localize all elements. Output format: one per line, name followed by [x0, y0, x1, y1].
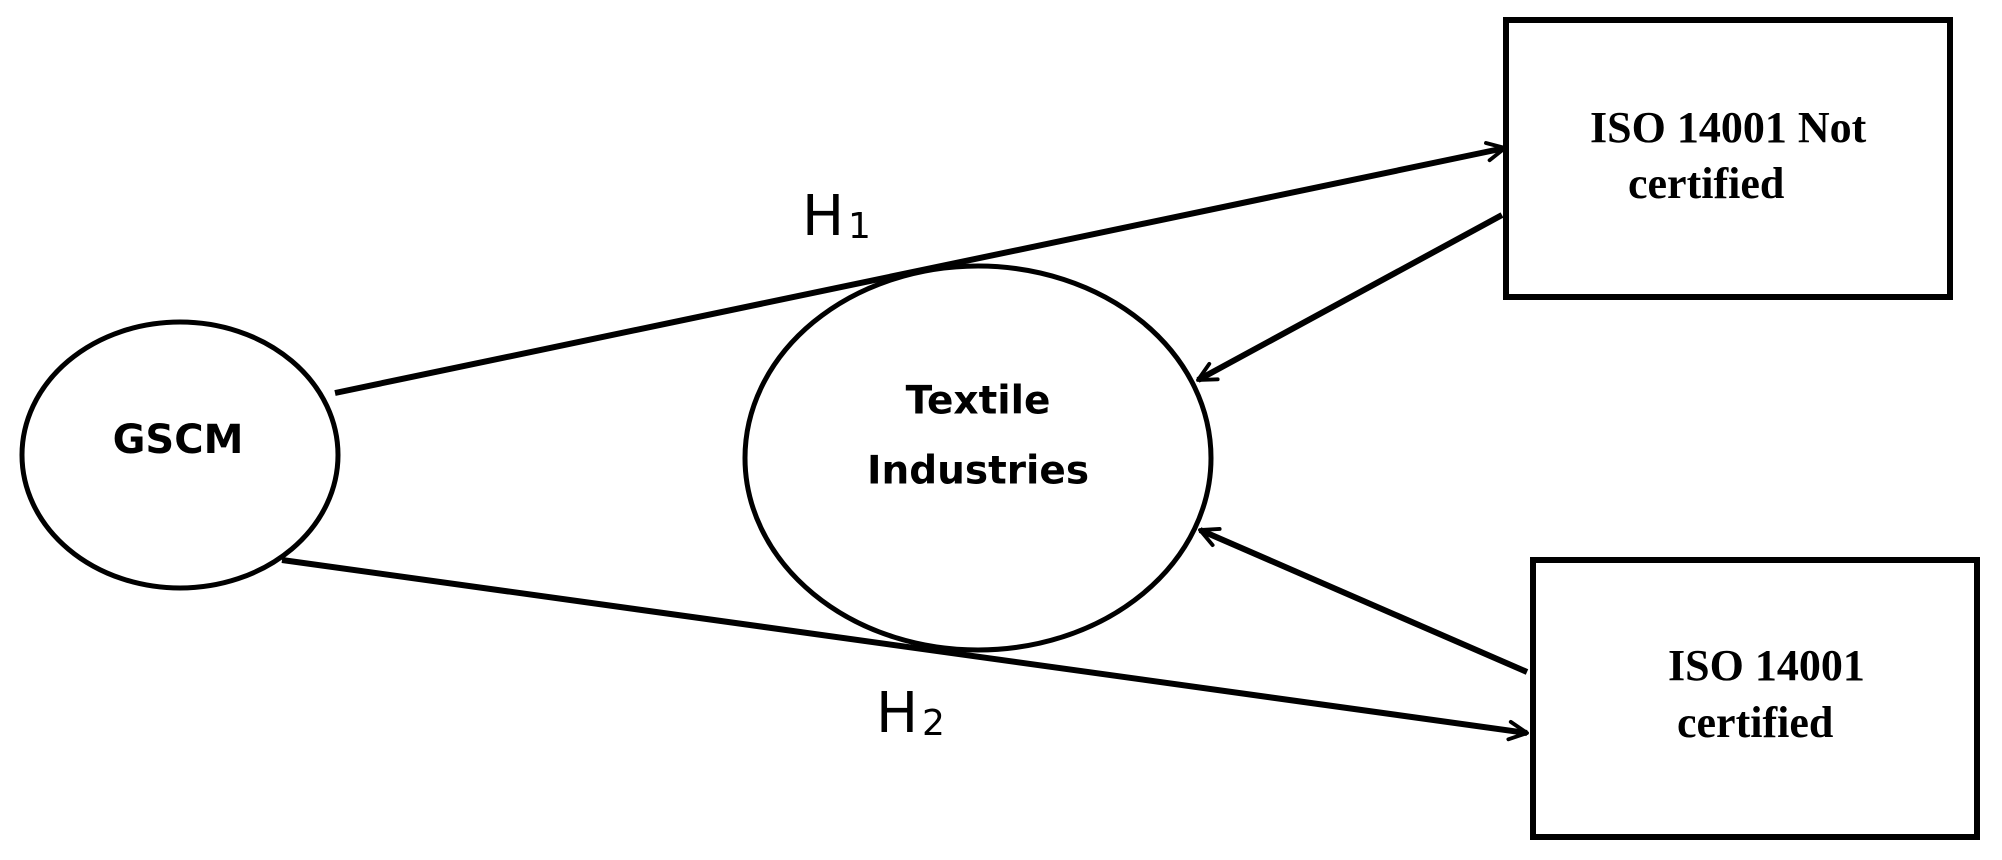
iso-not-certified-line2: certified — [1628, 159, 1784, 208]
h1-letter: H — [802, 184, 844, 249]
iso-not-certified-line1: ISO 14001 Not — [1590, 103, 1867, 152]
h2-label: H 2 — [876, 681, 945, 746]
h2-path-arrow — [281, 557, 1529, 742]
h2-subscript: 2 — [922, 703, 945, 744]
textile-label-line2: Industries — [867, 449, 1089, 494]
gscm-node: GSCM — [19, 319, 341, 591]
h1-label: H 1 — [802, 184, 871, 249]
gscm-label: GSCM — [113, 417, 244, 463]
not-certified-to-textile-arrow — [1196, 212, 1504, 383]
iso-not-certified-node: ISO 14001 Not certified — [1503, 17, 1953, 300]
iso-certified-line1: ISO 14001 — [1668, 641, 1865, 690]
h1-subscript: 1 — [848, 206, 871, 247]
textile-industries-node: Textile Industries — [742, 263, 1214, 653]
iso-certified-node: ISO 14001 certified — [1530, 557, 1980, 840]
certified-to-textile-arrow — [1198, 527, 1529, 675]
iso-certified-line2: certified — [1677, 698, 1833, 747]
h2-letter: H — [876, 681, 918, 746]
textile-label-line1: Textile — [906, 379, 1051, 424]
